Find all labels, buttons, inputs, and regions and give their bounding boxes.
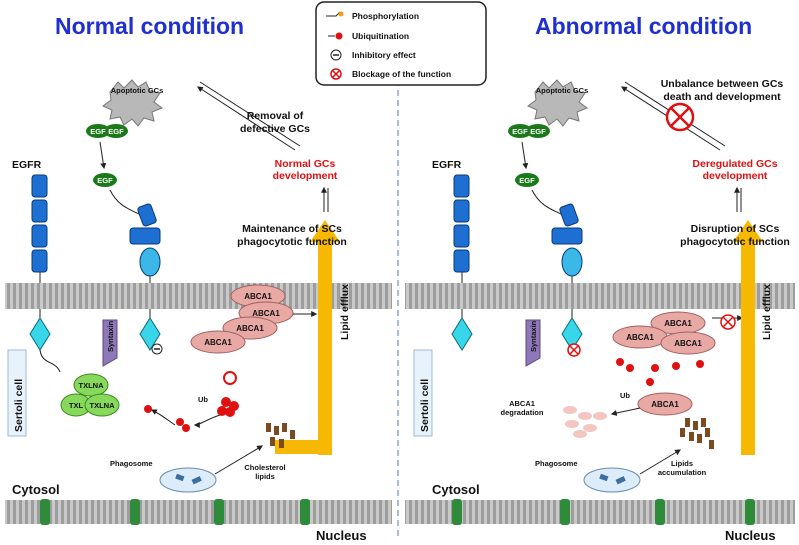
apoptotic-label: Apoptotic GCs [111, 86, 164, 95]
nuclear-membrane [5, 500, 392, 524]
abca1-label: ABCA1 [204, 338, 232, 347]
egf-blob [104, 124, 128, 138]
abca1-label: ABCA1 [252, 309, 280, 318]
syntaxin-label: Syntaxin [106, 320, 115, 352]
nucleus-label: Nucleus [316, 528, 367, 543]
active-kinase [139, 317, 161, 351]
sertoli-label: Sertoli cell [13, 379, 25, 432]
nucleus-label: Nucleus [725, 528, 776, 543]
egf-label: EGF [512, 127, 528, 136]
legend-ubiquitination: Ubiquitination [352, 31, 409, 41]
txlna-blob [73, 373, 109, 397]
egf-arrow [99, 141, 107, 170]
normal-panel: Normal condition Apoptotic GCs EGF EGF E… [5, 13, 392, 543]
syntaxin [102, 319, 118, 367]
ub-label: Ub [620, 391, 630, 400]
legend-blockage: Blockage of the function [352, 69, 451, 79]
egf-label: EGF [97, 176, 113, 185]
abca1-protein [190, 330, 246, 354]
lipid-droplets [680, 418, 714, 449]
sertoli-label: Sertoli cell [419, 379, 431, 432]
phagosome-label: Phagosome [535, 459, 578, 468]
egfr-label: EGFR [12, 159, 42, 171]
phagosome-label: Phagosome [110, 459, 153, 468]
egfr-label: EGFR [432, 159, 462, 171]
txlna-label: TXLNA [79, 381, 105, 390]
abca1-label: ABCA1 [236, 324, 264, 333]
abca1-label: ABCA1 [664, 319, 692, 328]
txlna-blob [84, 393, 120, 417]
egfr-kinase [29, 317, 51, 351]
egf-label: EGF [519, 176, 535, 185]
abca1-label: ABCA1 [626, 333, 654, 342]
abnormal-title: Abnormal condition [535, 13, 752, 39]
cytosol-label: Cytosol [12, 482, 60, 497]
egf-label: EGF [90, 127, 106, 136]
apoptotic-gcs-shape [102, 79, 164, 127]
egfr-receptor [31, 249, 48, 273]
abca1-label: ABCA1 [674, 339, 702, 348]
lipid-efflux-arrow [318, 240, 332, 455]
lipid-efflux-label: Lipid efflux [339, 284, 351, 340]
txlna-label: TXLNA [90, 401, 116, 410]
normal-title: Normal condition [55, 13, 244, 39]
egf-blob [93, 173, 117, 187]
lipid-efflux-label: Lipid efflux [761, 284, 773, 340]
cholesterol-droplets [266, 423, 295, 448]
legend-phosphorylation: Phosphorylation [352, 11, 419, 21]
syntaxin-label: Syntaxin [529, 320, 538, 352]
abca1-degradation-fragments [563, 406, 607, 438]
egf-label: EGF [108, 127, 124, 136]
ub-label: Ub [198, 395, 208, 404]
sertoli-cell-box [7, 349, 27, 437]
abnormal-panel: Abnormal condition Apoptotic GCs EGF EGF… [405, 13, 795, 543]
legend: Phosphorylation Ubiquitination Inhibitor… [315, 1, 487, 86]
egf-blob [86, 124, 110, 138]
legend-inhibitory: Inhibitory effect [352, 50, 416, 60]
abca1-label: ABCA1 [244, 292, 272, 301]
apoptotic-label: Apoptotic GCs [536, 86, 589, 95]
phagosome [159, 467, 217, 493]
cell-membrane [405, 283, 795, 309]
cell-membrane [5, 283, 392, 309]
egf-label: EGF [530, 127, 546, 136]
cytosol-label: Cytosol [432, 482, 480, 497]
active-egfr [139, 247, 161, 277]
txl-label: TXL [69, 401, 84, 410]
abca1-label: ABCA1 [651, 400, 679, 409]
apoptotic-gcs-shape [527, 79, 589, 127]
